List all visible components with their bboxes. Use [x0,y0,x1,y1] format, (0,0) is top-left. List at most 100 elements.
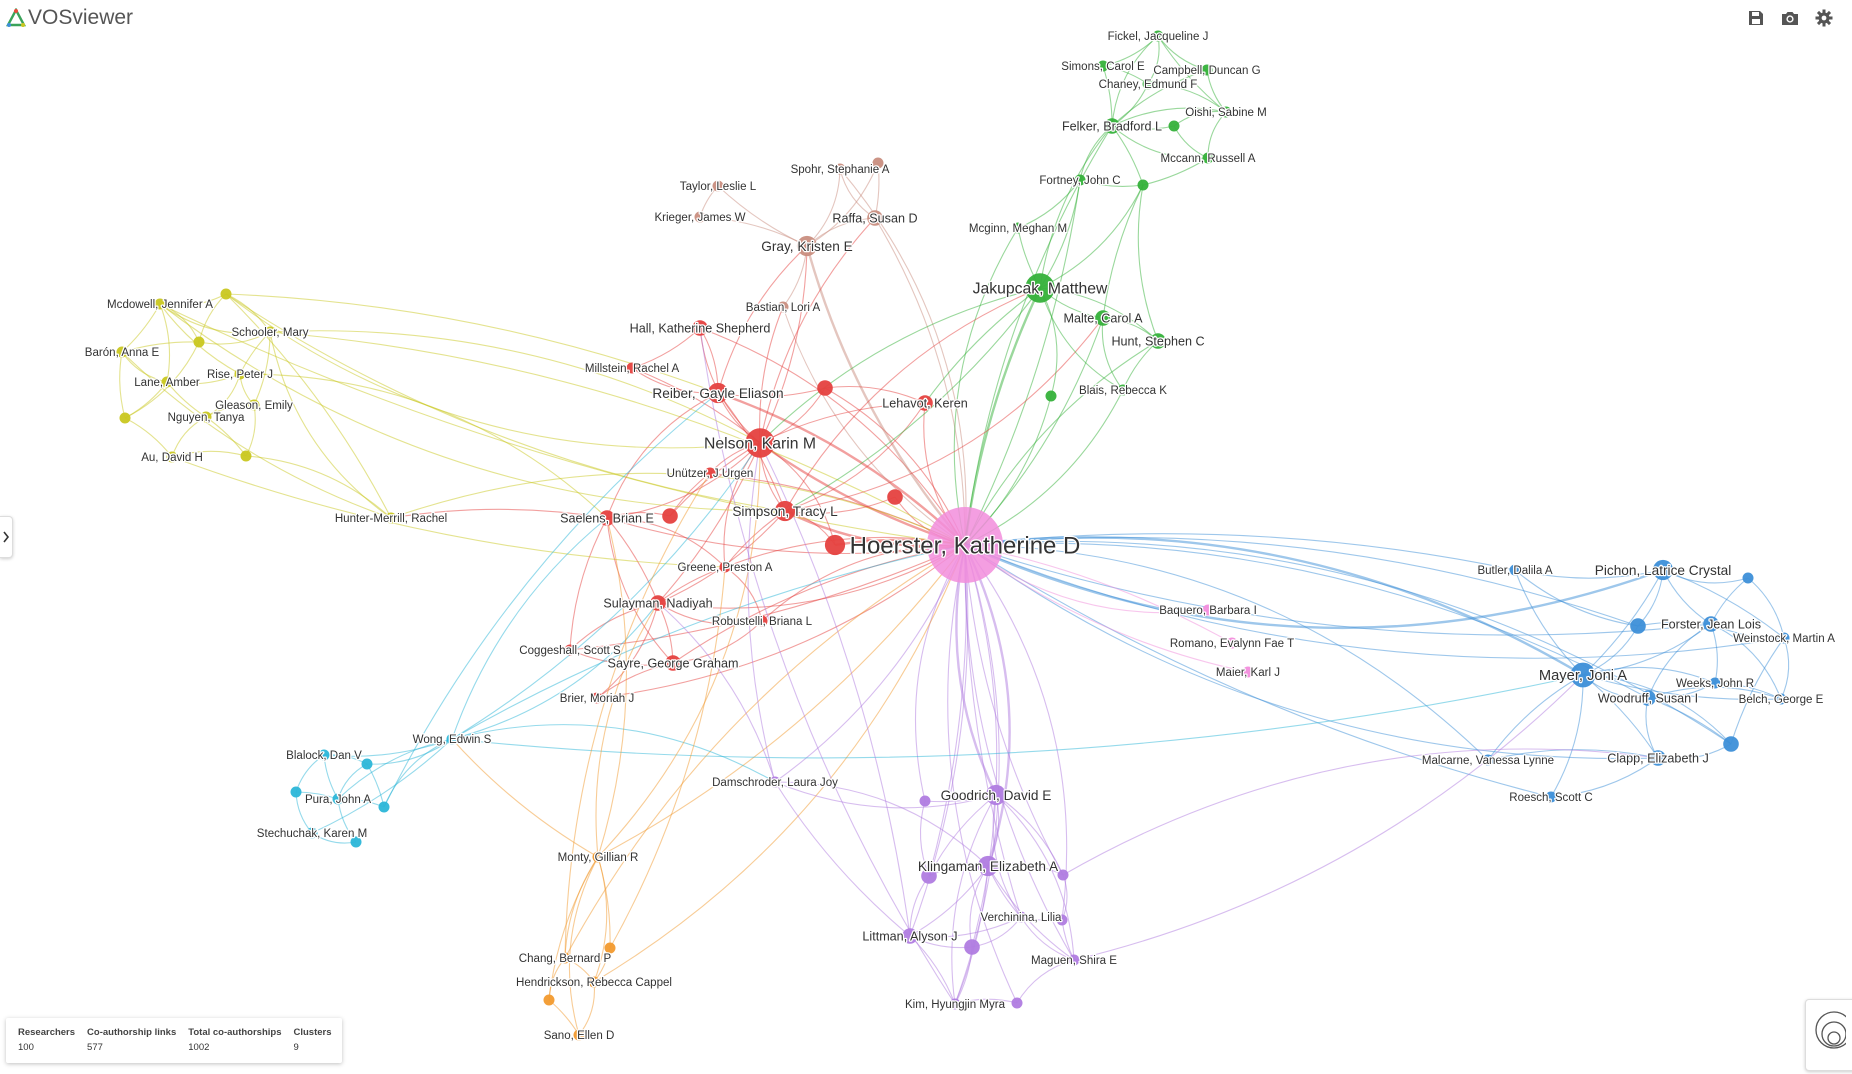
node-label[interactable]: Verchinina, Lilia [979,911,1063,926]
node-label[interactable]: Gleason, Emily [214,399,294,414]
node-label[interactable]: Sulayman, Nadiyah [602,595,714,612]
node-label[interactable]: Pichon, Latrice Crystal [1594,562,1733,580]
node-baquero[interactable] [1202,604,1214,616]
node-label[interactable]: Reiber, Gayle Eliason [651,385,785,403]
node-label[interactable]: Mcginn, Meghan M [968,222,1069,237]
node-p3[interactable] [1057,869,1069,881]
node-oishi[interactable] [1220,106,1232,118]
settings-button[interactable] [1814,8,1834,28]
node-damschroder[interactable] [769,776,781,788]
node-clapp[interactable] [1650,750,1666,766]
node-hendrickson[interactable] [588,976,600,988]
node-felker[interactable] [1104,118,1120,134]
node-y1[interactable] [220,288,232,300]
node-label[interactable]: Littman, Alyson J [861,928,959,945]
node-chaney[interactable] [1142,78,1154,90]
node-label[interactable]: Blalock, Dan V [285,749,364,764]
node-mccann[interactable] [1202,152,1214,164]
node-label[interactable]: Malcarne, Vanessa Lynne [1421,754,1556,769]
node-belch[interactable] [1775,693,1787,705]
node-label[interactable]: Romano, Evalynn Fae T [1169,637,1296,652]
node-r2[interactable] [887,489,903,505]
node-label[interactable]: Hunter-Merrill, Rachel [334,512,449,527]
node-label[interactable]: Jakupcak, Matthew [971,279,1109,299]
node-o1[interactable] [604,942,616,954]
node-weinstock[interactable] [1778,632,1790,644]
node-romano[interactable] [1226,637,1238,649]
node-monty[interactable] [592,851,604,863]
node-baron[interactable] [116,346,128,358]
node-label[interactable]: Simpson, Tracy L [731,503,839,521]
node-label[interactable]: Hendrickson, Rebecca Cappel [515,976,673,991]
node-roesch[interactable] [1545,791,1557,803]
node-y2[interactable] [193,336,205,348]
node-label[interactable]: Schooler, Mary [230,326,310,341]
node-pura[interactable] [332,793,344,805]
node-millstein[interactable] [626,362,638,374]
node-label[interactable]: Nguyen, Tanya [166,411,246,426]
node-label[interactable]: Woodruff, Susan I [1597,690,1700,707]
node-coggeshall[interactable] [564,644,576,656]
node-r1[interactable] [817,380,833,396]
node-label[interactable]: Blais, Rebecca K [1078,384,1169,399]
node-p1[interactable] [919,795,931,807]
node-maguen[interactable] [1068,954,1080,966]
node-label[interactable]: Au, David H [140,451,204,466]
node-robustelli[interactable] [756,615,768,627]
node-label[interactable]: Brier, Moriah J [559,692,636,707]
node-goodrich[interactable] [985,784,1007,806]
node-label[interactable]: Butler, Dalila A [1476,564,1554,579]
node-label[interactable]: Klingaman, Elizabeth A [917,858,1061,876]
node-chang[interactable] [559,952,571,964]
node-forster[interactable] [1703,616,1719,632]
node-label[interactable]: Chaney, Edmund F [1097,78,1198,93]
node-woodruff[interactable] [1640,690,1656,706]
node-label[interactable]: Pura, John A [304,793,373,808]
node-butler[interactable] [1509,564,1521,576]
node-label[interactable]: Weinstock, Martin A [1732,632,1837,647]
node-c1[interactable] [361,758,373,770]
node-malcarne[interactable] [1482,754,1494,766]
node-label[interactable]: Maguen, Shira E [1030,954,1119,969]
side-panel-toggle[interactable] [0,516,13,558]
node-jakupcak[interactable] [1025,273,1055,303]
node-label[interactable]: Sano, Ellen D [542,1029,615,1044]
node-label[interactable]: Malte, Carol A [1062,310,1144,327]
node-mcginn[interactable] [1012,222,1024,234]
node-label[interactable]: Maier, Karl J [1215,666,1282,681]
node-kim[interactable] [949,998,961,1010]
node-y3[interactable] [119,412,131,424]
node-spohr[interactable] [834,163,846,175]
node-hunt[interactable] [1150,333,1166,349]
node-label[interactable]: Hoerster, Katherine D [848,531,1081,561]
node-label[interactable]: Damschroder, Laura Joy [711,776,840,791]
node-simpson[interactable] [774,500,796,522]
node-raffa[interactable] [867,210,883,226]
screenshot-button[interactable] [1780,8,1800,28]
node-nguyen[interactable] [200,411,212,423]
node-nelson[interactable] [745,428,775,458]
node-label[interactable]: Mayer, Joni A [1538,667,1629,686]
node-label[interactable]: Weeks, John R [1675,677,1756,692]
node-label[interactable]: Nelson, Karin M [703,434,818,454]
node-label[interactable]: Fortney, John C [1038,174,1122,189]
node-label[interactable]: Raffa, Susan D [831,210,919,227]
node-c2[interactable] [290,786,302,798]
node-label[interactable]: Simons, Carol E [1060,60,1146,75]
node-label[interactable]: Felker, Bradford L [1061,118,1164,135]
node-g3[interactable] [1168,120,1180,132]
node-label[interactable]: Clapp, Elizabeth J [1606,750,1710,767]
node-p2[interactable] [921,868,937,884]
node-hall[interactable] [692,320,708,336]
node-label[interactable]: Lehavot, Keren [881,395,969,412]
node-bastian[interactable] [777,301,789,313]
node-schooler[interactable] [264,326,276,338]
node-label[interactable]: Bastian, Lori A [745,301,822,316]
node-g1[interactable] [1137,179,1149,191]
node-y4[interactable] [240,450,252,462]
node-mcdowell[interactable] [154,298,166,310]
node-label[interactable]: Stechuchak, Karen M [256,827,369,842]
node-blais[interactable] [1117,384,1129,396]
node-pichon[interactable] [1652,559,1674,581]
